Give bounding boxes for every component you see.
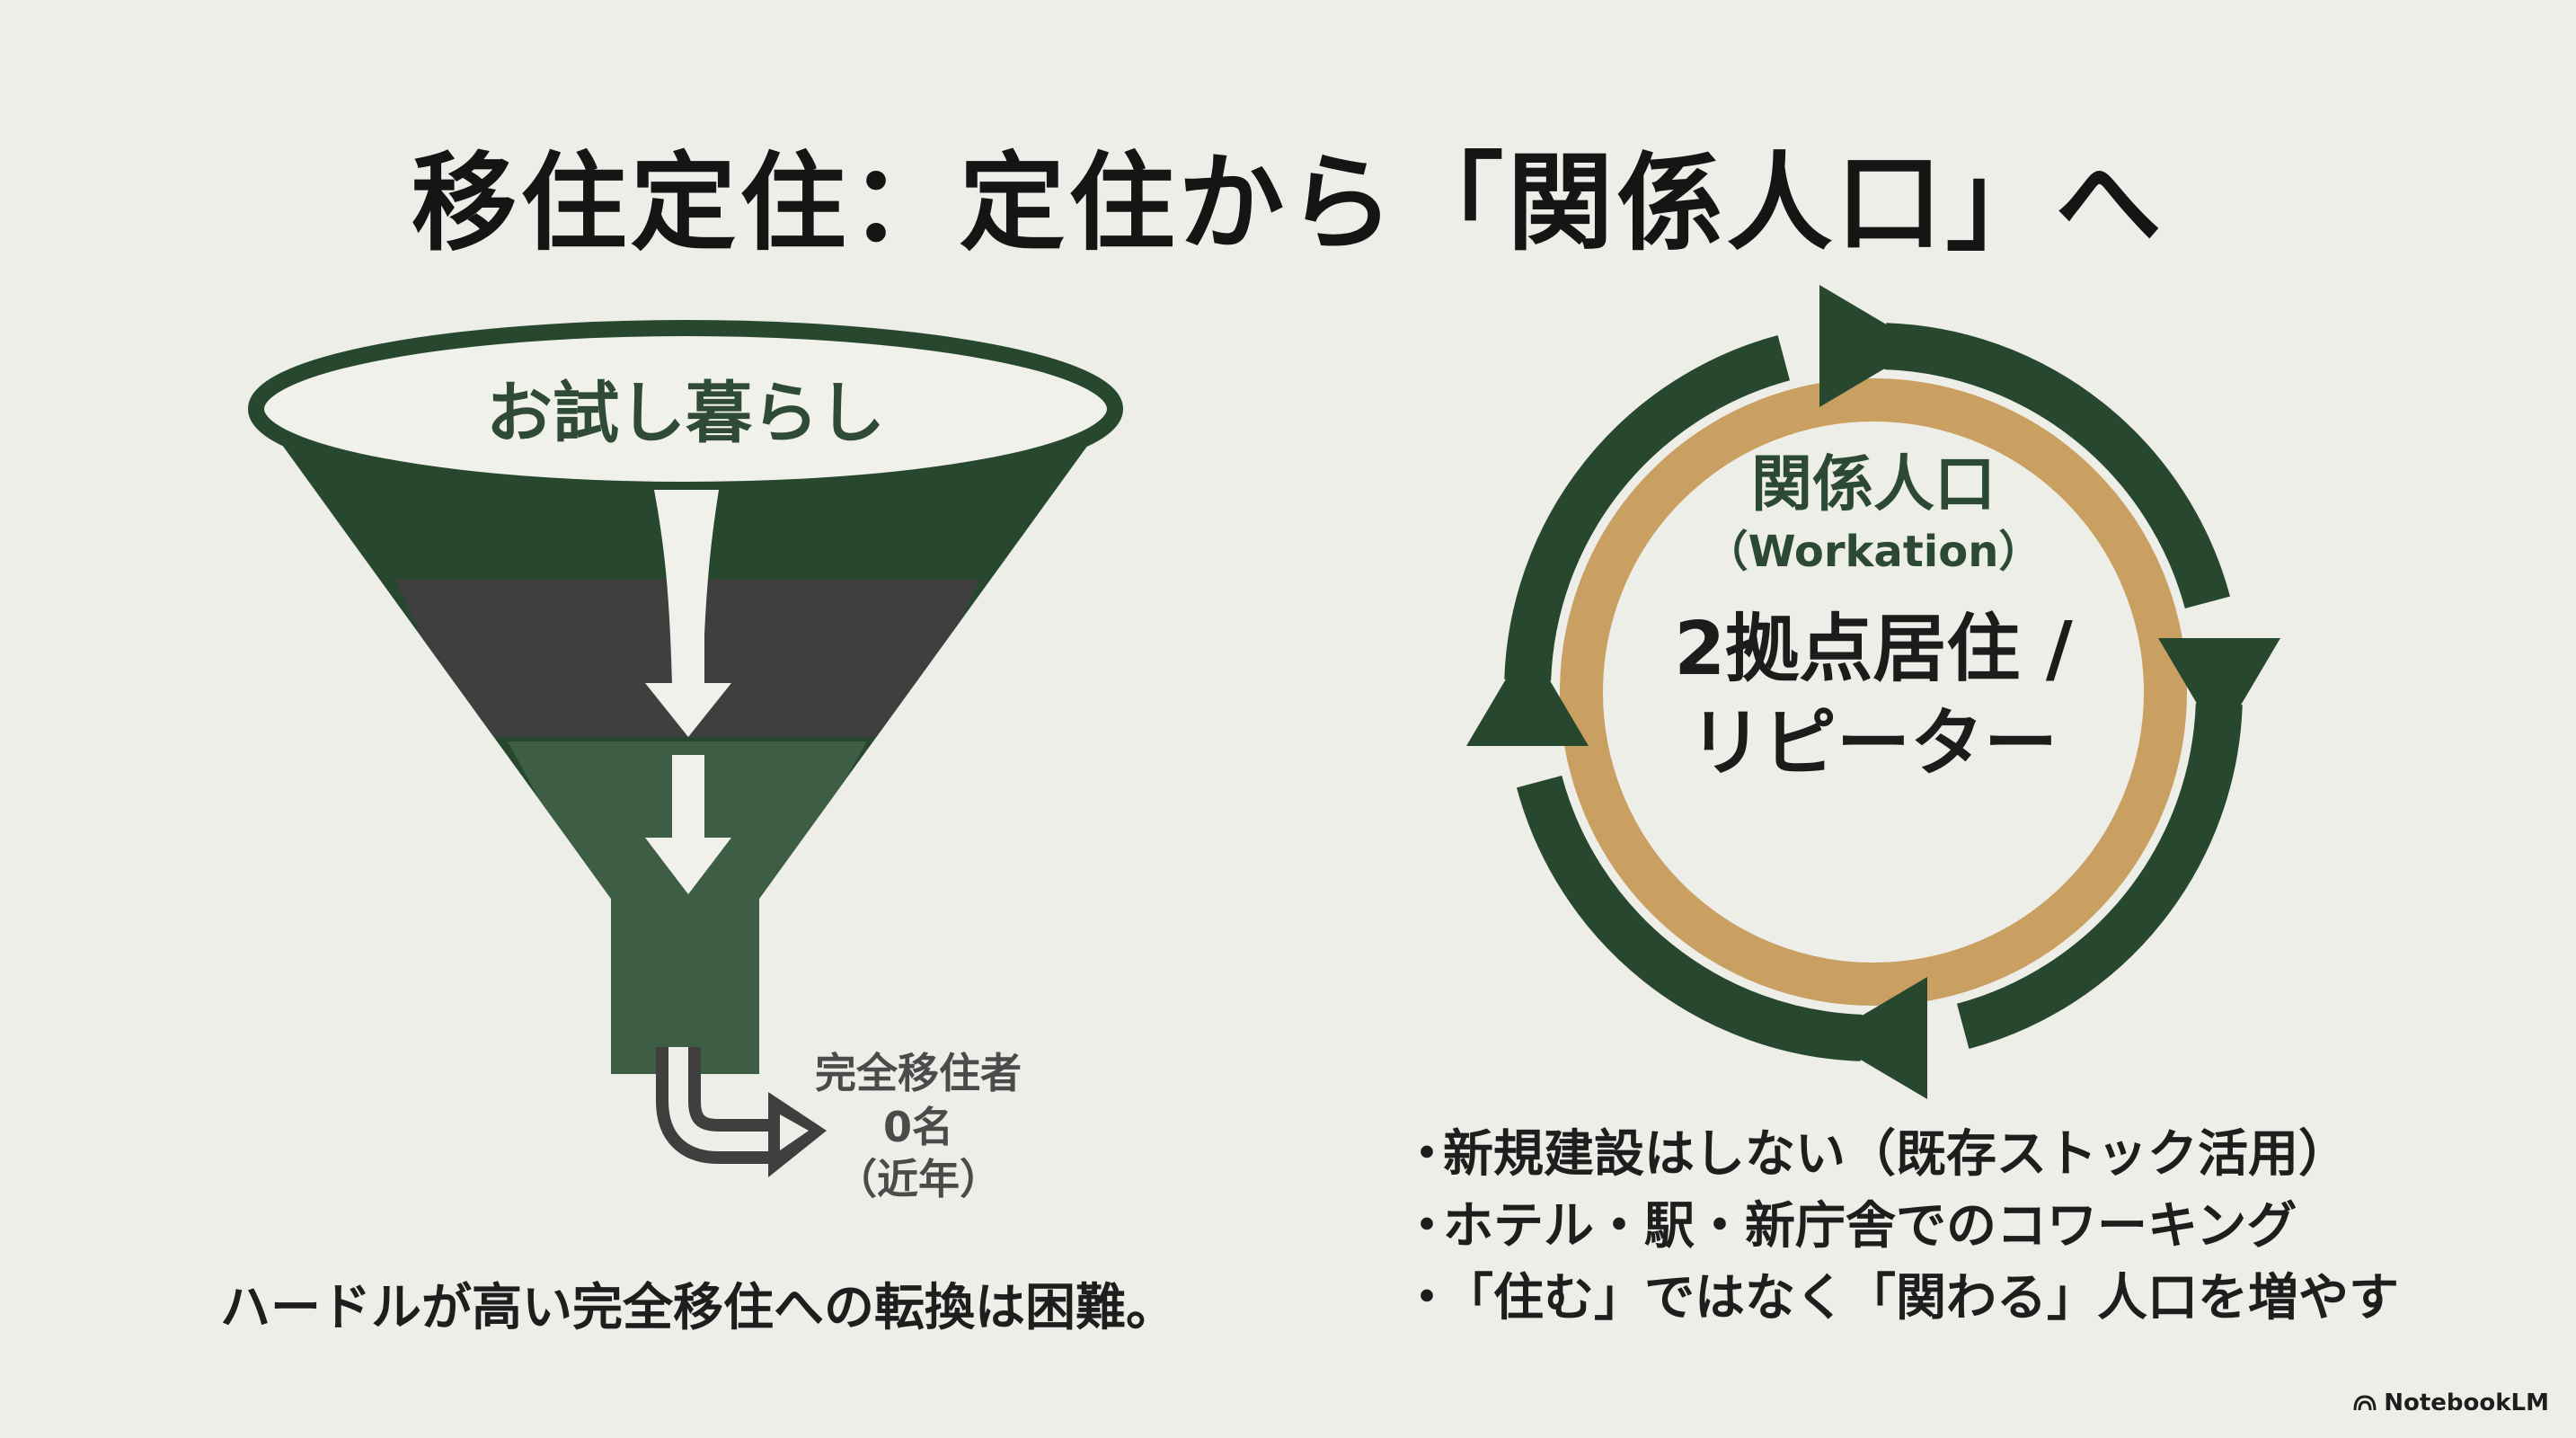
brand-watermark: NotebookLM xyxy=(2353,1389,2549,1416)
bullet-item: ・新規建設はしない（既存ストック活用） xyxy=(1402,1119,2399,1191)
funnel-caption: ハードルが高い完全移住への転換は困難。 xyxy=(220,1279,1176,1337)
slide-title: 移住定住：定住から「関係人口」へ xyxy=(411,141,2165,265)
bullet-marker: ・ xyxy=(1402,1269,1452,1327)
cycle-arrowhead-icon xyxy=(1466,643,1589,746)
cycle-outer-arcs xyxy=(1504,323,2243,1061)
cycle-arrowhead-icon xyxy=(1819,285,1923,407)
bullet-marker: ・ xyxy=(1402,1197,1452,1256)
cycle-sublabel: （Workation） xyxy=(1705,527,2042,577)
bullet-item: ・「住む」ではなく「関わる」人口を増やす xyxy=(1402,1263,2399,1335)
bullet-item: ・ホテル・駅・新庁舎でのコワーキング xyxy=(1402,1191,2399,1263)
bullet-text: 「住む」ではなく「関わる」人口を増やす xyxy=(1443,1269,2399,1327)
brand-name: NotebookLM xyxy=(2384,1389,2549,1416)
outflow-label-line1: 完全移住者 xyxy=(815,1049,1022,1097)
cycle-center-line2: リピーター xyxy=(1689,701,2058,786)
cycle-arrowhead-icon xyxy=(2158,638,2280,741)
funnel: お試し暮らし xyxy=(248,320,1123,1074)
outflow-label-line3: （近年） xyxy=(836,1155,1001,1203)
cycle-arrowhead-icon xyxy=(1824,977,1927,1099)
bullet-text: 新規建設はしない（既存ストック活用） xyxy=(1443,1125,2349,1184)
bullet-marker: ・ xyxy=(1402,1125,1452,1184)
bullet-list: ・新規建設はしない（既存ストック活用） ・ホテル・駅・新庁舎でのコワーキング ・… xyxy=(1402,1119,2399,1335)
bullet-text: ホテル・駅・新庁舎でのコワーキング xyxy=(1443,1197,2297,1256)
outflow-label-line2: 0名 xyxy=(883,1103,953,1151)
cycle: 関係人口 （Workation） 2拠点居住 / リピーター xyxy=(1466,285,2280,1099)
funnel-top-label: お試し暮らし xyxy=(486,375,885,452)
down-arrow-icon xyxy=(645,755,731,894)
cycle-center-line1: 2拠点居住 / xyxy=(1674,607,2073,692)
outflow-label: 完全移住者 0名 （近年） xyxy=(815,1049,1022,1203)
outflow-arrow-icon xyxy=(656,1047,827,1177)
notebooklm-logo-icon xyxy=(2353,1395,2377,1411)
cycle-inner-ring xyxy=(1560,378,2187,1006)
cycle-label: 関係人口 xyxy=(1751,449,1996,520)
down-arrow-icon xyxy=(645,629,731,737)
